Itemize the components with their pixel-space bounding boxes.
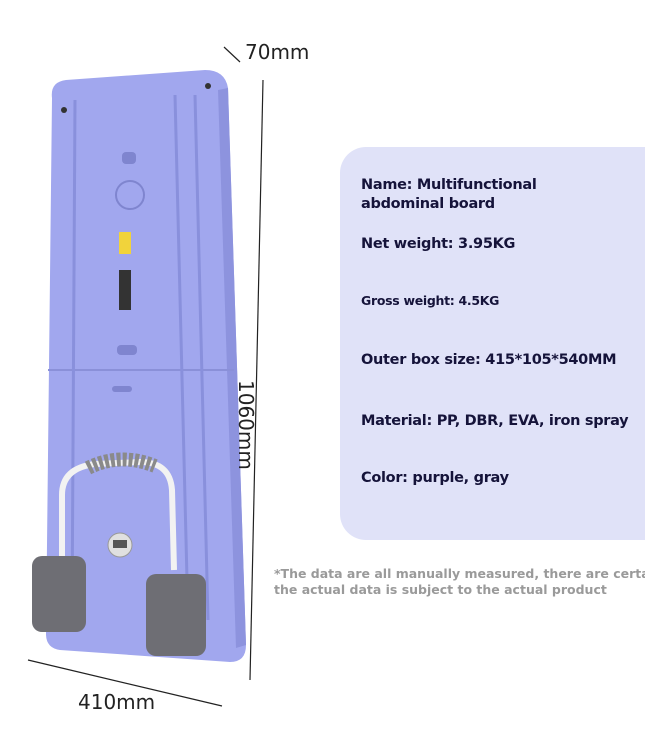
handle	[59, 452, 177, 571]
note-line1: *The data are all manually measured, the…	[274, 566, 645, 581]
spec-box-size: Outer box size: 415*105*540MM	[361, 352, 617, 368]
dimension-lines	[27, 46, 264, 707]
foot-pads	[32, 556, 206, 656]
height-dimension-label: 1060mm	[234, 380, 258, 470]
note-line2: the actual data is subject to the actual…	[274, 582, 607, 597]
spec-name-line2: abdominal board	[361, 196, 495, 212]
spec-material: Material: PP, DBR, EVA, iron spray	[361, 413, 629, 429]
spec-net-weight: Net weight: 3.95KG	[361, 236, 516, 252]
depth-dimension-label: 70mm	[245, 40, 310, 64]
counter-display	[107, 532, 133, 558]
measurement-note: *The data are all manually measured, the…	[274, 566, 645, 598]
spec-card: Name: Multifunctional abdominal board Ne…	[340, 147, 645, 540]
width-dimension-label: 410mm	[78, 690, 156, 714]
spec-name-line1: Name: Multifunctional	[361, 177, 537, 193]
board	[46, 70, 246, 662]
spec-name: Name: Multifunctional abdominal board	[361, 176, 537, 214]
spec-color: Color: purple, gray	[361, 470, 509, 486]
spec-gross-weight: Gross weight: 4.5KG	[361, 293, 500, 308]
